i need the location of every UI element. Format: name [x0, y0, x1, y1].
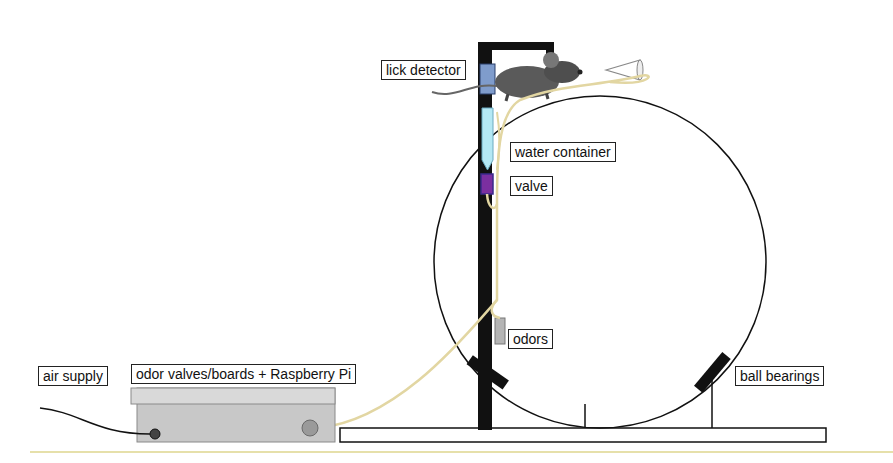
mouse-leg	[506, 94, 508, 101]
label-text: ball bearings	[740, 368, 819, 384]
control-box-lid	[131, 388, 335, 404]
tubing	[497, 112, 499, 170]
label-text: odors	[513, 331, 548, 347]
label-box: odors	[508, 329, 553, 349]
label-box: air supply	[38, 366, 108, 386]
label-text: water container	[515, 144, 611, 160]
water-container	[482, 108, 493, 170]
mouse-tail	[432, 85, 497, 94]
label-box: ball bearings	[735, 366, 824, 386]
label-text: lick detector	[386, 62, 461, 78]
label-box: valve	[510, 176, 553, 196]
odor-vials	[495, 318, 505, 344]
mouse-ear	[543, 52, 559, 68]
label-text: valve	[515, 178, 548, 194]
water-valve	[481, 174, 493, 194]
label-box: water container	[510, 142, 616, 162]
wheel-post	[584, 404, 586, 428]
mouse-nose	[578, 70, 583, 75]
label-text: air supply	[43, 368, 103, 384]
ground-line	[30, 451, 893, 453]
head-bar	[478, 42, 554, 50]
lick-detector	[480, 64, 495, 94]
label-box: odor valves/boards + Raspberry Pi	[131, 364, 356, 384]
tubing	[318, 75, 649, 428]
label-text: odor valves/boards + Raspberry Pi	[136, 366, 351, 382]
tube-port	[302, 420, 318, 436]
support-pole	[478, 42, 492, 430]
tubing	[492, 300, 500, 318]
air-port	[150, 429, 160, 439]
tubing	[487, 194, 497, 208]
ball-bearing	[694, 352, 731, 393]
base-plate	[340, 428, 826, 442]
air-hose	[40, 408, 150, 434]
label-box: lick detector	[381, 60, 466, 80]
